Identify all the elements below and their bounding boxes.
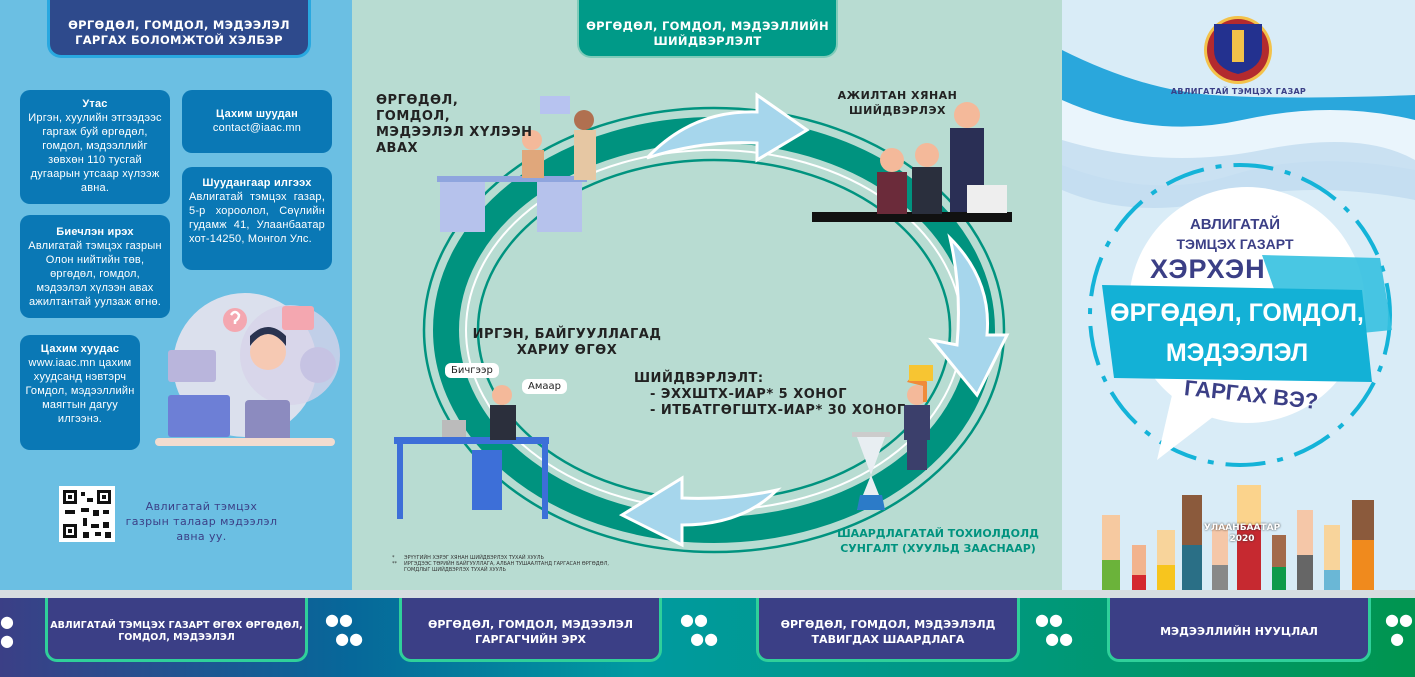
card-text: Авлигатай тэмцэх газрын Олон нийтийн төв… (28, 240, 162, 308)
footnotes: * ЭРҮҮГИЙН ХЭРЭГ ХЯНАН ШИЙДВЭРЛЭХ ТУХАЙ Х… (392, 555, 622, 573)
step-review: АЖИЛТАН ХЯНАН ШИЙДВЭРЛЭХ (837, 89, 958, 117)
chat-icon (168, 350, 216, 382)
year: 2020 (1229, 534, 1255, 544)
city: УЛААНБААТАР (1203, 523, 1281, 533)
reception-desk-illustration (437, 96, 596, 232)
footprints-icon: ●● ●● (325, 610, 364, 648)
call-center-illustration (155, 293, 340, 446)
tab-applicant-rights[interactable]: ӨРГӨДӨЛ, ГОМДОЛ, МЭДЭЭЛЭЛ ГАРГАГЧИЙН ЭРХ (399, 598, 662, 662)
qr-code[interactable] (59, 486, 115, 542)
logo-text: АВЛИГАТАЙ ТЭМЦЭХ ГАЗАР (1170, 87, 1307, 96)
banner-line: МЭДЭЭЛЭЛ (1165, 339, 1309, 367)
title-line3: ХЭРХЭН (1150, 254, 1266, 284)
tab-submissions[interactable]: АВЛИГАТАЙ ТЭМЦЭХ ГАЗАРТ ӨГӨХ ӨРГӨДӨЛ, ГО… (45, 598, 308, 662)
title-line1: АВЛИГАТАЙ (1189, 216, 1281, 233)
card-text: Иргэн, хуулийн этгээдээс гаргаж буй өргө… (28, 112, 162, 194)
card-title: Цахим шуудан (216, 108, 298, 120)
location-year: УЛААНБААТАР 2020 (1182, 523, 1302, 545)
middle-panel: ӨРГӨДӨЛ, ГОМДОЛ, МЭДЭЭЛЛИЙН ШИЙДВЭРЛЭЛТ (352, 0, 1062, 592)
card-in-person: Биечлэн ирэх Авлигатай тэмцэх газрын Оло… (20, 215, 170, 318)
card-title: Шуудангаар илгээх (202, 177, 312, 189)
extension-note: ШААРДЛАГАТАЙ ТОХИОЛДОЛД СУНГАЛТ (ХУУЛЬД … (837, 527, 1039, 555)
qr-caption: Авлигатай тэмцэх газрын талаар мэдээлэл … (125, 500, 278, 543)
tab-confidentiality[interactable]: МЭДЭЭЛЛИЙН НУУЦЛАЛ (1107, 598, 1371, 662)
website-link[interactable]: www.iaac.mn цахим хуудсанд нэвтэрч Гомдо… (25, 357, 135, 425)
resolution-title: ШИЙДВЭРЛЭЛТ: (634, 371, 764, 386)
footprints-icon: ●● (0, 612, 14, 650)
raised-hands-illustration (1102, 485, 1374, 592)
fold-divider (0, 590, 1415, 598)
card-email: Цахим шуудан contact@iaac.mn (182, 90, 332, 153)
reply-desk-illustration (394, 385, 549, 519)
bubble-oral: Амаар (522, 379, 567, 394)
step-receive: ӨРГӨДӨЛ, ГОМДОЛ, МЭДЭЭЛЭЛ ХҮЛЭЭН АВАХ (376, 93, 533, 156)
tab-requirements[interactable]: ӨРГӨДӨЛ, ГОМДОЛ, МЭДЭЭЛЭЛД ТАВИГДАХ ШААР… (756, 598, 1020, 662)
footprints-icon: ●● ●● (680, 610, 719, 648)
bubble-written: Бичгээр (445, 363, 499, 378)
left-panel: ӨРГӨДӨЛ, ГОМДОЛ, МЭДЭЭЛЭЛ ГАРГАХ БОЛОМЖТ… (0, 0, 352, 592)
resolution-item: - ЭХХШТХ-ИАР* 5 ХОНОГ (650, 387, 848, 402)
banner-line: ӨРГӨДӨЛ, ГОМДОЛ, (1110, 299, 1364, 327)
card-title: Цахим хуудас (40, 343, 120, 355)
phone-icon (300, 347, 336, 383)
footnote-text: ЭРҮҮГИЙН ХЭРЭГ ХЯНАН ШИЙДВЭРЛЭХ ТУХАЙ ХУ… (404, 555, 544, 561)
footnote-text: ИРГЭДЭЭС ТӨРИЙН БАЙГУУЛЛАГА, АЛБАН ТУШАА… (404, 561, 609, 573)
bottom-tabs-bar: ●● АВЛИГАТАЙ ТЭМЦЭХ ГАЗАРТ ӨГӨХ ӨРГӨДӨЛ,… (0, 598, 1415, 677)
footnote-mark: * (392, 555, 395, 561)
hourglass-woman-illustration (852, 365, 933, 510)
card-text: Авлигатай тэмцэх газар, 5-р хороолол, Сө… (189, 191, 325, 245)
card-post: Шуудангаар илгээх Авлигатай тэмцэх газар… (182, 167, 332, 270)
card-website: Цахим хуудас www.iaac.mn цахим хуудсанд … (20, 335, 140, 450)
resolution-item: - ИТБАТГӨГШТХ-ИАР* 30 ХОНОГ (650, 403, 906, 418)
review-team-illustration (812, 102, 1012, 222)
title-line2: ТЭМЦЭХ ГАЗАРТ (1176, 236, 1294, 252)
middle-header: ӨРГӨДӨЛ, ГОМДОЛ, МЭДЭЭЛЛИЙН ШИЙДВЭРЛЭЛТ (577, 0, 838, 58)
cover-background (1062, 16, 1415, 467)
footnote-mark: ** (392, 561, 397, 567)
step-reply: ИРГЭН, БАЙГУУЛЛАГАД ХАРИУ ӨГӨХ (472, 327, 662, 358)
right-panel: АВЛИГАТАЙ ТЭМЦЭХ ГАЗАР АВЛИГАТАЙ ТЭМЦЭХ … (1062, 0, 1415, 592)
email-link[interactable]: contact@iaac.mn (212, 122, 302, 134)
card-title: Биечлэн ирэх (56, 226, 134, 238)
footprints-icon: ●● ● (1385, 610, 1413, 648)
resolution-block: ШИЙДВЭРЛЭЛТ: - ЭХХШТХ-ИАР* 5 ХОНОГ - ИТБ… (634, 371, 906, 419)
footprints-icon: ●● ●● (1035, 610, 1074, 648)
cycle-arrow-right-icon (928, 233, 1010, 398)
card-title: Утас (82, 98, 108, 110)
title-banner: ӨРГӨДӨЛ, ГОМДОЛ, МЭДЭЭЛЭЛ (1102, 293, 1372, 373)
left-header: ӨРГӨДӨЛ, ГОМДОЛ, МЭДЭЭЛЭЛ ГАРГАХ БОЛОМЖТ… (47, 0, 311, 58)
process-cycle-ring (394, 92, 1012, 554)
card-phone: Утас Иргэн, хуулийн этгээдээс гаргаж буй… (20, 90, 170, 204)
cycle-arrow-top-icon (645, 92, 810, 163)
cycle-arrow-bottom-icon (618, 475, 782, 548)
